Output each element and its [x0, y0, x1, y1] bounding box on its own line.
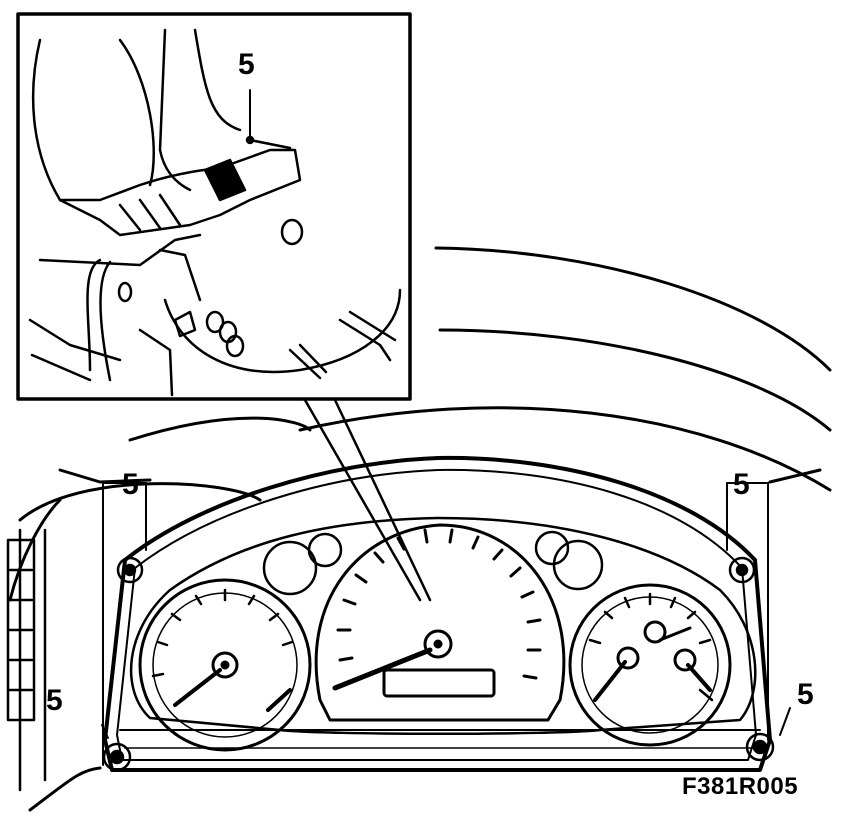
screw-top-left [116, 556, 144, 584]
speedometer [314, 523, 566, 722]
cluster-housing [103, 455, 772, 772]
screw-top-right [728, 556, 756, 584]
dashboard-outline [8, 246, 832, 812]
screw-bottom-left [102, 742, 132, 772]
cluster-bezel [129, 516, 757, 735]
warning-lamps [262, 530, 604, 596]
detail-inset-frame [16, 12, 412, 401]
mounting-screws [102, 556, 775, 772]
detail-inset [28, 28, 402, 397]
screw-leader-lines [101, 482, 791, 766]
left-trim-panel [6, 528, 47, 792]
screw-bottom-right [745, 732, 775, 762]
figure-code: F381R005 [682, 773, 799, 800]
callout-screw-bottom-left: 5 [46, 684, 63, 717]
callout-inset-connector: 5 [238, 48, 255, 81]
callout-screw-top-right: 5 [733, 468, 750, 501]
inset-pointer [303, 398, 432, 602]
callout-screw-bottom-right: 5 [797, 678, 814, 711]
left-gauge [138, 578, 312, 752]
right-gauges [568, 583, 732, 747]
callout-screw-top-left: 5 [122, 468, 139, 501]
